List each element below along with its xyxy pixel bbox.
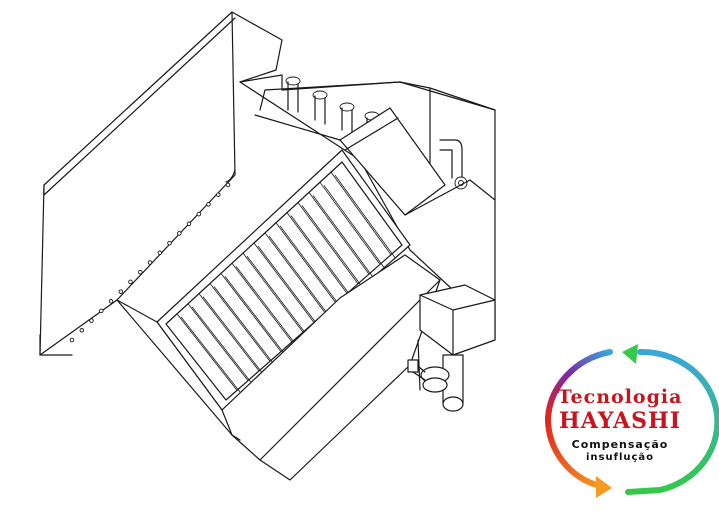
filter-slat-edge: [224, 276, 286, 355]
filter-slat: [198, 293, 260, 372]
filter-slat-edge: [180, 316, 242, 394]
perforation-hole: [108, 299, 114, 304]
filter-slat-edge: [334, 174, 396, 258]
filter-slat-edge: [191, 306, 253, 384]
filter-slat-edge: [257, 245, 319, 326]
filter-slat: [176, 313, 238, 391]
perforation-hole: [128, 279, 133, 285]
logo-line-insuflucao: insuflução: [585, 452, 655, 463]
filter-slat: [308, 192, 370, 275]
filter-slat: [253, 242, 315, 323]
perforation-hole: [196, 211, 202, 217]
filter-slat: [231, 263, 293, 343]
outlet-pipe: [407, 339, 464, 412]
filter-slat-edge: [268, 235, 330, 317]
perforation-hole: [147, 260, 153, 265]
perforation-hole: [99, 308, 104, 314]
perforation-hole: [89, 318, 94, 323]
filter-slat: [297, 202, 359, 285]
filter-slat: [319, 182, 381, 265]
perforation-hole: [118, 289, 124, 294]
perforation-hole: [79, 328, 85, 333]
filter-slat-edge: [323, 185, 385, 268]
filter-slat-edge: [235, 266, 297, 346]
perforation-hole: [157, 250, 163, 256]
filter-slat-edge: [246, 255, 308, 336]
top-pipe-elbow: [439, 139, 468, 190]
filter-slat: [242, 252, 304, 333]
filter-slat: [275, 222, 337, 304]
logo-line-tecnologia: Tecnologia: [557, 386, 683, 408]
perforation-hole: [167, 240, 172, 246]
perforation-hole: [225, 182, 231, 188]
spray-nozzles: [285, 76, 380, 143]
filter-slat-edge: [290, 215, 352, 297]
filter-slat: [330, 171, 392, 255]
filter-slat-edge: [202, 296, 264, 375]
filter-slat-edge: [301, 205, 363, 288]
logo-line-hayashi: HAYASHI: [558, 408, 682, 434]
perforation-hole: [206, 202, 211, 207]
filter-slat: [220, 273, 282, 352]
filter-slats: [176, 171, 396, 394]
filter-slat: [209, 283, 271, 362]
filter-slat-edge: [312, 195, 374, 278]
perforation-hole: [69, 337, 75, 343]
perforation-hole: [186, 221, 192, 227]
perforation-hole: [138, 269, 143, 275]
perforation-hole: [177, 231, 182, 236]
filter-slat: [264, 232, 326, 314]
filter-slat-edge: [213, 286, 275, 365]
perforation-holes: [69, 182, 231, 343]
filter-slat: [187, 303, 249, 381]
filter-slat-edge: [279, 225, 341, 307]
hood-left-panel: [39, 11, 283, 356]
duct-collar: [339, 107, 496, 216]
hood-body: [239, 74, 496, 341]
outlet-box: [419, 284, 496, 356]
logo-line-compensacao: Compensação: [571, 438, 669, 451]
filter-slat: [286, 212, 348, 294]
perforation-hole: [216, 192, 221, 197]
